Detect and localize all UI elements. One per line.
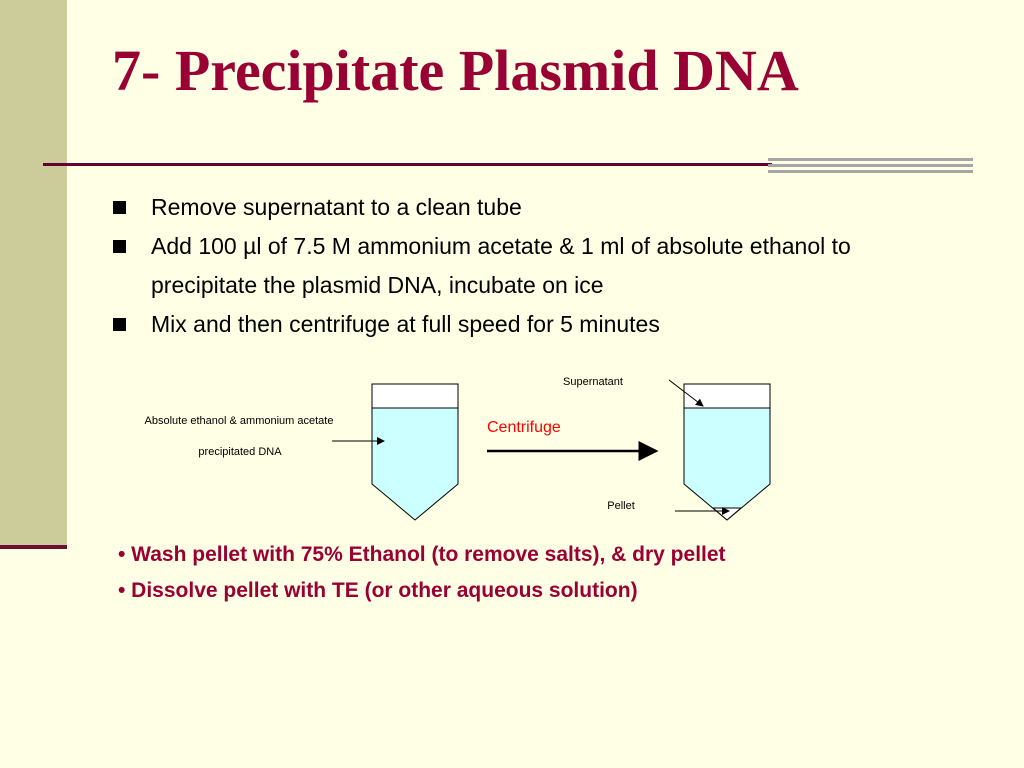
- bullet-text: Mix and then centrifuge at full speed fo…: [151, 311, 660, 337]
- pellet-shape: [711, 507, 743, 521]
- slide-title: 7- Precipitate Plasmid DNA: [112, 38, 799, 103]
- tube-supernatant: [683, 407, 771, 521]
- reagent-label: Absolute ethanol & ammonium acetate: [145, 415, 334, 427]
- notes-list: • Wash pellet with 75% Ethanol (to remov…: [118, 537, 726, 609]
- note-item: • Wash pellet with 75% Ethanol (to remov…: [118, 543, 726, 566]
- supernatant-arrow: [668, 379, 704, 407]
- tube-headspace: [371, 383, 459, 409]
- tube-headspace: [683, 383, 771, 409]
- square-bullet-icon: [113, 318, 126, 331]
- bullet-item: Add 100 µl of 7.5 M ammonium acetate & 1…: [113, 227, 913, 305]
- title-divider-accent: [768, 158, 973, 178]
- square-bullet-icon: [113, 201, 126, 214]
- left-band-divider: [0, 545, 67, 549]
- bullet-list: Remove supernatant to a clean tube Add 1…: [113, 188, 913, 344]
- left-decorative-band: [0, 0, 67, 546]
- note-item: • Dissolve pellet with TE (or other aque…: [118, 579, 638, 602]
- title-divider: [43, 163, 772, 166]
- square-bullet-icon: [113, 240, 126, 253]
- tube-liquid: [371, 407, 459, 521]
- tube-before: [371, 383, 459, 521]
- bullet-text: Add 100 µl of 7.5 M ammonium acetate & 1…: [151, 233, 851, 298]
- tube-after: [683, 383, 771, 521]
- precipitate-label: precipitated DNA: [198, 446, 282, 458]
- centrifuge-label: Centrifuge: [487, 419, 561, 436]
- bullet-item: Remove supernatant to a clean tube: [113, 188, 913, 227]
- bullet-text: Remove supernatant to a clean tube: [151, 194, 522, 220]
- bullet-item: Mix and then centrifuge at full speed fo…: [113, 305, 913, 344]
- pellet-label: Pellet: [607, 500, 635, 512]
- supernatant-label: Supernatant: [563, 376, 623, 388]
